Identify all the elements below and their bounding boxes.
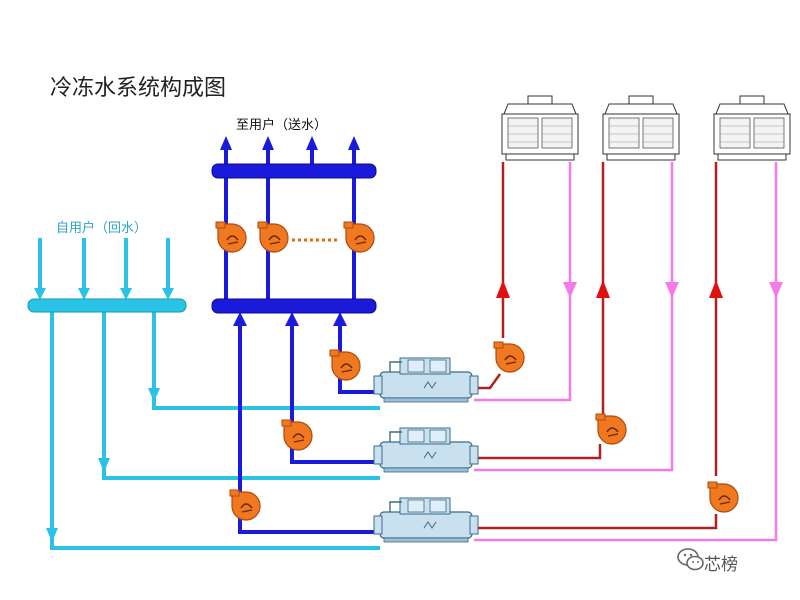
cooling-pump-3 bbox=[707, 481, 739, 513]
watermark-text: 芯榜 bbox=[704, 555, 738, 575]
header-pump-3 bbox=[343, 221, 375, 253]
chiller-2 bbox=[373, 427, 479, 473]
return-label: 自用户（回水） bbox=[56, 221, 148, 236]
cooling-pump-2 bbox=[595, 413, 627, 445]
return-header bbox=[27, 298, 187, 313]
page-title: 冷冻水系统构成图 bbox=[50, 76, 227, 101]
chilled-pump-3 bbox=[229, 489, 261, 521]
wechat-icon bbox=[677, 548, 704, 571]
supply-water-network bbox=[224, 148, 380, 534]
chiller-3 bbox=[373, 497, 479, 543]
cooling-tower-1 bbox=[501, 95, 579, 161]
chiller-1 bbox=[373, 357, 479, 403]
supply-header-bottom bbox=[211, 298, 377, 314]
cooling-pump-1 bbox=[493, 341, 525, 373]
return-water-network bbox=[38, 238, 380, 550]
supply-arrows bbox=[220, 136, 360, 326]
supply-label: 至用户（送水） bbox=[236, 118, 328, 133]
chilled-pump-1 bbox=[329, 349, 361, 381]
cooling-tower-2 bbox=[602, 95, 680, 161]
header-pump-1 bbox=[215, 221, 247, 253]
header-pump-2 bbox=[257, 221, 289, 253]
cooling-arrows bbox=[496, 280, 783, 298]
chilled-pump-2 bbox=[281, 419, 313, 451]
cooling-tower-3 bbox=[713, 95, 791, 161]
return-arrows bbox=[34, 288, 174, 542]
supply-header-top bbox=[211, 163, 377, 179]
